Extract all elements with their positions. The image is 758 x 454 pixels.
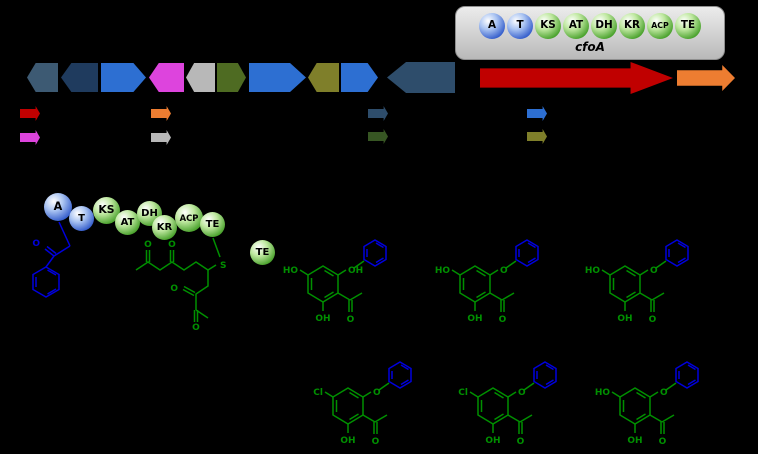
thioester-sulfur-label: S xyxy=(220,261,226,271)
small-arrow-green xyxy=(368,129,388,144)
phenol-ring xyxy=(451,260,517,312)
te-domain-bead: TE xyxy=(250,240,275,265)
gene-arrow-5 xyxy=(186,63,215,92)
substituent-label: Cl xyxy=(313,388,323,398)
phenol-ring xyxy=(469,382,535,434)
substituent-label: HO xyxy=(435,266,451,276)
gene-name-label: cfoA xyxy=(575,39,605,54)
substituent-label: OH xyxy=(315,314,330,324)
substituent-label: O xyxy=(650,266,658,276)
substituent-label: O xyxy=(518,388,526,398)
ketone-label: O xyxy=(192,323,200,331)
domain-bead-kr: KR xyxy=(619,12,645,39)
small-arrow-slate xyxy=(368,106,388,121)
small-arrow-orange xyxy=(151,106,171,121)
gene-arrow-2 xyxy=(61,63,98,92)
domain-bead-at: AT xyxy=(563,12,589,39)
substituent-label: O xyxy=(373,388,381,398)
gene-arrow-8 xyxy=(308,63,339,92)
substituent-label: OH xyxy=(340,436,355,446)
benzyl-ring xyxy=(388,361,412,389)
substituent-label: OH xyxy=(467,314,482,324)
domain-bead-t: T xyxy=(69,206,94,231)
gene-arrow-7 xyxy=(249,63,306,92)
substituent-label: OH xyxy=(617,314,632,324)
substituent-label: O xyxy=(660,388,668,398)
structure-product-2: Cl O OH O xyxy=(458,361,557,447)
domain-bead-te: TE xyxy=(200,212,225,237)
gene-arrow-4 xyxy=(149,63,184,92)
benzyl-ring xyxy=(515,239,539,267)
small-arrow-blue xyxy=(527,106,547,121)
substituent-label: HO xyxy=(595,388,611,398)
ketone-label: O xyxy=(168,240,176,250)
substituent-label: OH xyxy=(348,266,363,276)
polyketide-backbone xyxy=(135,250,217,322)
gene-arrow-12 xyxy=(677,65,735,91)
small-arrow-magenta xyxy=(20,130,40,145)
phenol-ring xyxy=(611,382,677,434)
phenol-ring xyxy=(324,382,390,434)
gene-arrow-1 xyxy=(27,63,58,92)
benzyl-ring xyxy=(665,239,689,267)
structure-intermediate-1: HO OH OH O xyxy=(283,239,387,325)
domain-bead-dh: DH xyxy=(591,12,617,39)
small-arrow-red xyxy=(20,106,40,121)
structure-starter-unit: O xyxy=(32,239,71,298)
substituent-label: HO xyxy=(585,266,601,276)
substituent-label: O xyxy=(500,266,508,276)
carbonyl-label: O xyxy=(517,437,525,447)
carbonyl-label: O xyxy=(649,315,657,325)
substituent-label: OH xyxy=(485,436,500,446)
domain-bead-kr: KR xyxy=(152,215,177,240)
small-arrow-olive xyxy=(527,129,547,144)
structure-intermediate-2: HO O OH O xyxy=(435,239,539,325)
domain-bead-ks: KS xyxy=(93,197,120,224)
carbonyl-label: O xyxy=(499,315,507,325)
domain-bead-a: A xyxy=(44,193,72,221)
substituent-label: Cl xyxy=(458,388,468,398)
structure-product-1: Cl O OH O xyxy=(313,361,412,447)
domain-bead-a: A xyxy=(479,12,505,39)
substituent-label: HO xyxy=(283,266,299,276)
gene-arrow-9 xyxy=(341,63,378,92)
carbonyl-label: O xyxy=(32,239,40,249)
carbonyl-label: O xyxy=(659,437,667,447)
small-arrow-gray xyxy=(151,130,171,145)
ketone-label: O xyxy=(170,284,178,294)
domain-bead-at: AT xyxy=(115,210,140,235)
gene-arrow-3 xyxy=(101,63,146,92)
ketone-label: O xyxy=(144,240,152,250)
domain-bead-t: T xyxy=(507,12,533,39)
structure-polyketide-chain: O O O O S xyxy=(135,240,226,331)
benzyl-ring xyxy=(533,361,557,389)
domain-bead-te: TE xyxy=(675,12,701,39)
structure-intermediate-3: HO O OH O xyxy=(585,239,689,325)
benzyl-ring xyxy=(675,361,699,389)
domain-bead-ks: KS xyxy=(535,12,561,39)
substituent-label: OH xyxy=(627,436,642,446)
structure-product-3: HO O OH O xyxy=(595,361,699,447)
benzoyl-ring xyxy=(32,245,71,298)
gene-arrow-cfoA xyxy=(480,62,673,94)
carbonyl-label: O xyxy=(372,437,380,447)
phenol-ring xyxy=(299,260,365,312)
gene-arrow-10 xyxy=(387,62,455,93)
domain-bead-acp: ACP xyxy=(175,204,203,232)
phenol-ring xyxy=(601,260,667,312)
benzyl-ring xyxy=(363,239,387,267)
gene-arrow-6 xyxy=(217,63,246,92)
domain-bead-acp: ACP xyxy=(647,12,673,39)
carbonyl-label: O xyxy=(347,315,355,325)
